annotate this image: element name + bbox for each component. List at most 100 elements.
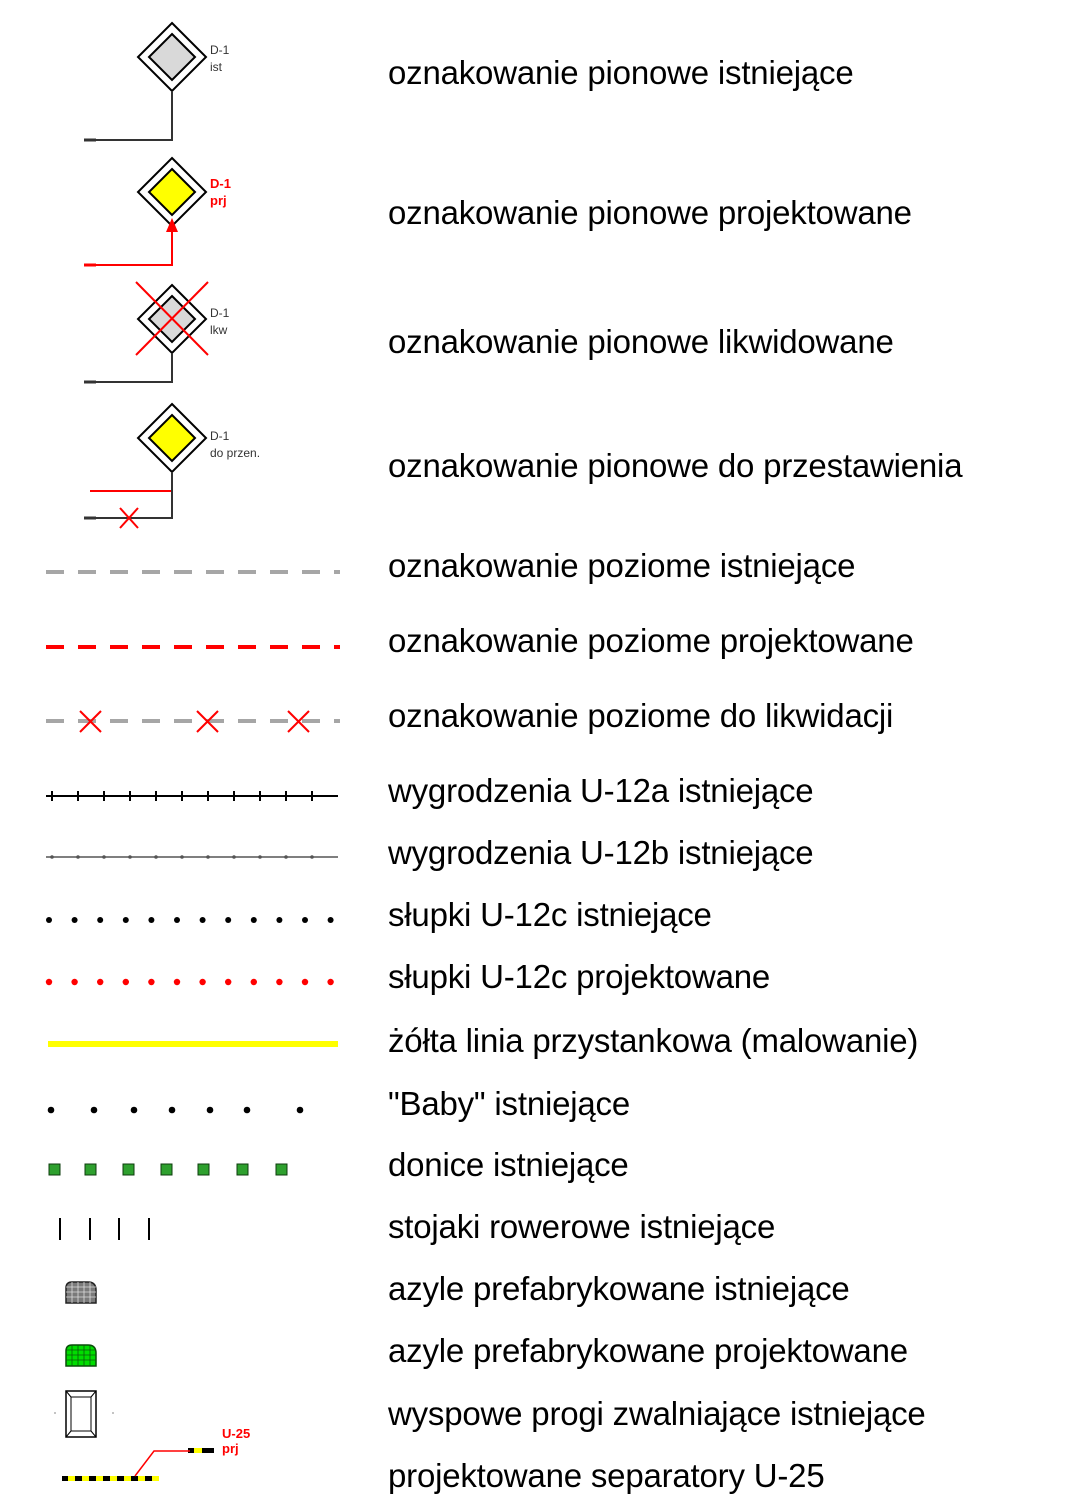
post-dot	[71, 978, 78, 986]
post-dot	[327, 917, 334, 923]
legend-label-baby-existing: "Baby" istniejące	[388, 1085, 630, 1122]
planter	[122, 1163, 135, 1176]
post-dot	[225, 978, 232, 986]
sign-relocated-symbol: D-1 do przen.	[84, 402, 260, 529]
legend-label-marking-projected: oznakowanie poziome projektowane	[388, 622, 914, 659]
baby-dots-symbol	[47, 1106, 304, 1114]
post-dot	[199, 917, 206, 923]
separator-stripe	[110, 1476, 117, 1481]
legend-label-fence-u12b: wygrodzenia U-12b istniejące	[388, 834, 814, 871]
baby-dot	[206, 1106, 214, 1114]
sign-projected-symbol: D-1 prj	[84, 156, 231, 267]
post-dot	[97, 917, 104, 923]
separator-stripe	[68, 1476, 75, 1481]
separator-stripe	[96, 1476, 103, 1481]
legend-label-separators-projected: projektowane separatory U-25	[388, 1457, 825, 1494]
legend-label-sign-projected: oznakowanie pionowe projektowane	[388, 194, 912, 231]
planter	[84, 1163, 97, 1176]
sign-existing-symbol: D-1 ist	[84, 21, 230, 142]
planter	[236, 1163, 249, 1176]
post-dot	[250, 978, 257, 986]
sign-relocated-tag-status: do przen.	[210, 446, 260, 460]
post-dot	[148, 978, 155, 986]
legend-label-posts-projected: słupki U-12c projektowane	[388, 958, 771, 995]
planter	[160, 1163, 173, 1176]
post-dot	[46, 917, 52, 923]
sign-removed-tag-status: lkw	[210, 323, 228, 337]
post-dot	[174, 917, 180, 923]
legend-label-sign-removed: oznakowanie pionowe likwidowane	[388, 323, 894, 360]
legend-label-planters-existing: donice istniejące	[388, 1146, 629, 1183]
post-dot	[301, 978, 309, 986]
post-dot	[45, 978, 53, 986]
post-dot	[199, 978, 206, 986]
legend-label-sign-relocated: oznakowanie pionowe do przestawienia	[388, 447, 963, 484]
fence-a-symbol	[46, 791, 338, 801]
legend-label-posts-existing: słupki U-12c istniejące	[388, 896, 712, 933]
sign-existing-tag-status: ist	[210, 60, 223, 74]
legend-label-speed-humps-existing: wyspowe progi zwalniające istniejące	[388, 1395, 926, 1432]
post-dot	[173, 978, 181, 986]
fence-b-node	[258, 855, 262, 859]
dash-grey-x-symbol	[46, 710, 340, 733]
sign-projected-tag-code: D-1	[210, 176, 231, 191]
legend-label-bus-stop-line: żółta linia przystankowa (malowanie)	[388, 1022, 919, 1059]
baby-dot	[47, 1106, 55, 1114]
baby-dot	[243, 1106, 251, 1114]
bike-racks-symbol	[59, 1218, 150, 1240]
speed-hump-symbol	[54, 1390, 114, 1438]
fence-b-node	[180, 855, 184, 859]
sign-projected-tag-status: prj	[210, 193, 227, 208]
planter	[48, 1163, 61, 1176]
separator-u25-symbol: U-25 prj	[62, 1426, 250, 1481]
fence-b-node	[232, 855, 236, 859]
separator-stripe	[152, 1476, 159, 1481]
legend-label-sign-existing: oznakowanie pionowe istniejące	[388, 54, 854, 91]
fence-b-node	[154, 855, 158, 859]
legend-label-marking-removed: oznakowanie poziome do likwidacji	[388, 697, 894, 734]
separator-stripe	[82, 1476, 89, 1481]
island-grey-symbol	[65, 1281, 97, 1304]
post-dot	[276, 917, 283, 923]
fence-b-node	[310, 855, 314, 859]
fence-b-node	[50, 855, 54, 859]
fence-b-node	[76, 855, 80, 859]
separator-tag-code: U-25	[222, 1426, 250, 1441]
baby-dot	[90, 1106, 98, 1114]
legend-label-fence-u12a: wygrodzenia U-12a istniejące	[388, 772, 814, 809]
post-dot	[302, 917, 308, 923]
post-dot	[71, 917, 78, 923]
post-dot	[148, 917, 155, 923]
sign-existing-tag-code: D-1	[210, 43, 230, 57]
post-dot	[122, 978, 129, 986]
dots-red-symbol	[45, 978, 334, 986]
fence-b-node	[102, 855, 106, 859]
sign-relocated-tag-code: D-1	[210, 429, 230, 443]
post-dot	[276, 978, 283, 986]
fence-b-symbol	[46, 855, 338, 859]
post-dot	[250, 917, 257, 923]
baby-dot	[168, 1106, 176, 1114]
fence-b-node	[206, 855, 210, 859]
legend-label-islands-projected: azyle prefabrykowane projektowane	[388, 1332, 908, 1369]
baby-dot	[130, 1106, 138, 1114]
planter	[275, 1163, 288, 1176]
separator-stripe	[138, 1476, 145, 1481]
post-dot	[225, 917, 232, 923]
legend-label-islands-existing: azyle prefabrykowane istniejące	[388, 1270, 850, 1307]
island-green-symbol	[65, 1344, 97, 1367]
post-dot	[327, 978, 334, 986]
dots-black-symbol	[46, 917, 334, 923]
fence-b-node	[128, 855, 132, 859]
baby-dot	[296, 1106, 304, 1114]
legend-label-bike-racks-existing: stojaki rowerowe istniejące	[388, 1208, 776, 1245]
planter	[197, 1163, 210, 1176]
separator-stripe	[124, 1476, 131, 1481]
planters-symbol	[48, 1163, 288, 1176]
fence-b-node	[284, 855, 288, 859]
sign-removed-symbol: D-1 lkw	[84, 281, 230, 384]
post-dot	[97, 978, 104, 986]
separator-tag-status: prj	[222, 1441, 239, 1456]
sign-removed-tag-code: D-1	[210, 306, 230, 320]
